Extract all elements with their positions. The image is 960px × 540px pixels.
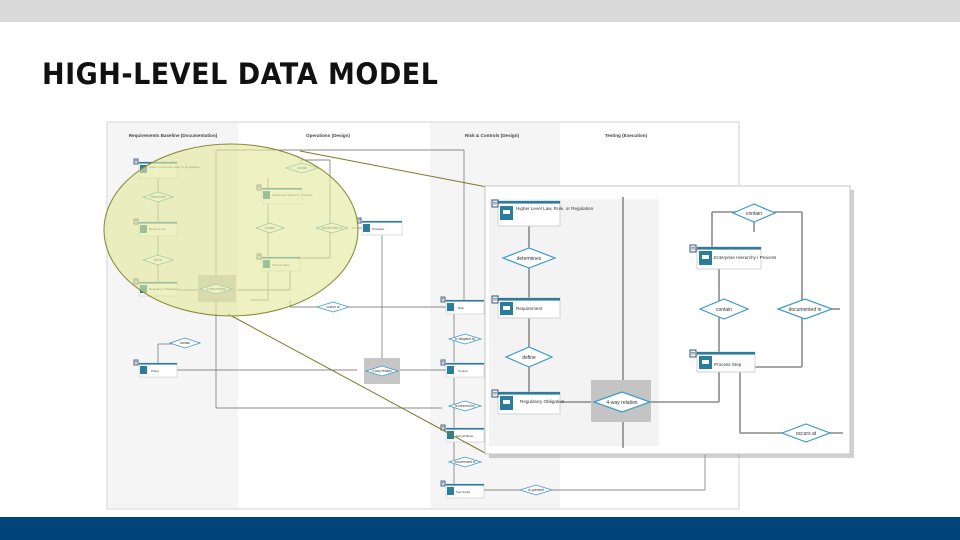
node-label: Provision — [372, 227, 385, 231]
zoom-relations — [501, 203, 834, 443]
zoom-rel-determines — [501, 247, 557, 269]
bottom-bar — [0, 517, 960, 540]
zoom-rel-label: 4-way relation — [606, 400, 637, 406]
slide-title: HIGH-LEVEL DATA MODEL — [42, 58, 439, 92]
zoom-rel-label: contain — [716, 307, 732, 313]
rel-label: is informed by — [455, 404, 475, 408]
rel-contain-policy — [168, 337, 202, 349]
zoom-panel: determines define contain contain docume… — [484, 185, 854, 458]
rel-label: contain — [180, 341, 191, 345]
column-operations: Operations (Design) — [306, 133, 350, 138]
column-risk: Risk & Controls (Design) — [465, 133, 520, 138]
zoom-node-process-step: Process Step — [689, 349, 756, 373]
zoom-rel-contain-top — [731, 203, 777, 223]
rel-is-operated — [518, 484, 554, 496]
node-label: Control — [458, 369, 468, 373]
rel-is-informed-by — [447, 400, 483, 412]
rel-documented — [447, 456, 483, 468]
zoom-rel-contain-mid — [698, 298, 750, 320]
zoom-rel-label: contain — [746, 211, 762, 217]
node-control: Control — [440, 359, 485, 378]
zoom-node-label: Process Step — [714, 362, 742, 367]
node-policy: Policy — [133, 359, 178, 378]
node-risk: Risk — [440, 296, 485, 315]
zoom-node-requirement: Requirement — [491, 295, 561, 319]
rel-is-mitigated-by — [447, 333, 483, 345]
zoom-entities: Higher Level Law, Rule, or Regulation Re… — [491, 199, 777, 415]
zoom-node-label: Higher Level Law, Rule, or Regulation — [516, 206, 594, 211]
zoom-node-label: Requirement — [516, 306, 543, 311]
zoom-rel-define — [504, 346, 554, 368]
rel-label: is operated — [528, 488, 544, 492]
column-requirements: Requirements Baseline (Documentation) — [129, 133, 218, 138]
zoom-node-enterprise-hierarchy: Enterprise Hierarchy / Process — [689, 244, 777, 270]
rel-occurs-at — [315, 301, 351, 313]
top-bar — [0, 0, 960, 22]
zoom-rel-four-way — [592, 391, 652, 413]
node-test-attribute: Test Attribute — [440, 424, 485, 443]
callout-line-bottom — [227, 313, 488, 455]
rel-four-way-b — [364, 365, 400, 377]
rel-label: documented in — [455, 460, 476, 464]
node-label: Test Attribute — [456, 434, 474, 438]
highlight-ellipse — [103, 143, 359, 317]
node-test-script: Test Script — [440, 480, 485, 499]
zoom-node-regulatory-obligation: Regulatory Obligation — [491, 389, 565, 415]
zoom-node-label: Regulatory Obligation — [520, 399, 565, 404]
column-testing: Testing (Execution) — [605, 133, 648, 138]
rel-label: is mitigated by — [455, 337, 476, 341]
zoom-node-label: Enterprise Hierarchy / Process — [714, 255, 777, 260]
callout-line-top — [299, 150, 488, 188]
rel-label: occurs at — [327, 305, 340, 309]
rel-label: 4-way relation — [372, 369, 392, 373]
node-provision: Provision — [356, 217, 403, 236]
zoom-rel-label: determines — [517, 256, 542, 262]
zoom-node-higher-level-law: Higher Level Law, Rule, or Regulation — [491, 199, 594, 227]
zoom-rel-occurs-at — [780, 423, 832, 443]
zoom-rel-documented-in — [776, 298, 834, 320]
node-label: Policy — [151, 369, 160, 373]
node-label: Risk — [458, 306, 464, 310]
node-label: Test Script — [456, 490, 470, 494]
zoom-rel-label: occurs at — [796, 431, 817, 437]
zoom-rel-label: define — [522, 355, 536, 361]
zoom-rel-label: documented in — [789, 307, 822, 313]
